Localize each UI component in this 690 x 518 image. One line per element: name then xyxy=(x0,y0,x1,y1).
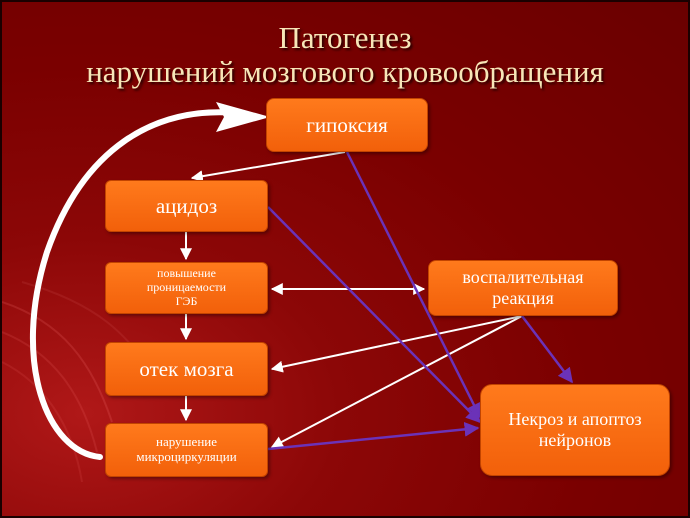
node-acidosis: ацидоз xyxy=(105,180,268,232)
arrow-microcirculation-to-necrosis xyxy=(267,421,480,451)
node-bbb-label-line2: проницаемости xyxy=(146,280,227,295)
node-micro-label-line2: микроциркуляции xyxy=(136,449,237,464)
feedback-curve-arrow xyxy=(29,102,270,460)
node-necrosis-label-line1: Некроз и апоптоз xyxy=(508,409,642,430)
node-necrosis-apoptosis: Некроз и апоптоз нейронов xyxy=(480,384,670,476)
node-edema-label: отек мозга xyxy=(139,356,234,381)
node-inflam-label-line1: воспалительная xyxy=(462,267,584,288)
node-micro-label-line1: нарушение xyxy=(155,434,218,450)
arrow-inflammation-to-edema xyxy=(270,315,523,373)
node-inflammation: воспалительная реакция xyxy=(428,260,618,316)
node-bbb-label-line1: повышение xyxy=(157,266,216,281)
node-acidosis-label: ацидоз xyxy=(155,193,218,218)
arrow-hypoxia-to-acidosis xyxy=(190,151,346,183)
node-brain-edema: отек мозга xyxy=(105,342,268,396)
arrow-acidosis-to-necrosis xyxy=(267,206,482,424)
node-hypoxia-label: гипоксия xyxy=(306,112,388,137)
arrow-inflammation-to-necrosis xyxy=(521,315,573,384)
arrow-hypoxia-to-necrosis xyxy=(345,151,482,419)
node-microcirculation: нарушение микроциркуляции xyxy=(105,423,268,477)
arrow-inflammation-to-microcirculation xyxy=(270,315,523,448)
node-inflam-label-line2: реакция xyxy=(492,288,554,308)
node-bbb-label-line3: ГЭБ xyxy=(175,293,198,308)
node-bbb-permeability: повышение проницаемости ГЭБ xyxy=(105,262,268,314)
node-hypoxia: гипоксия xyxy=(266,98,428,152)
node-necrosis-label-line2: нейронов xyxy=(538,430,612,450)
slide-title-line1: Патогенез xyxy=(278,20,412,55)
slide-title-line2: нарушений мозгового кровообращения xyxy=(86,54,604,89)
